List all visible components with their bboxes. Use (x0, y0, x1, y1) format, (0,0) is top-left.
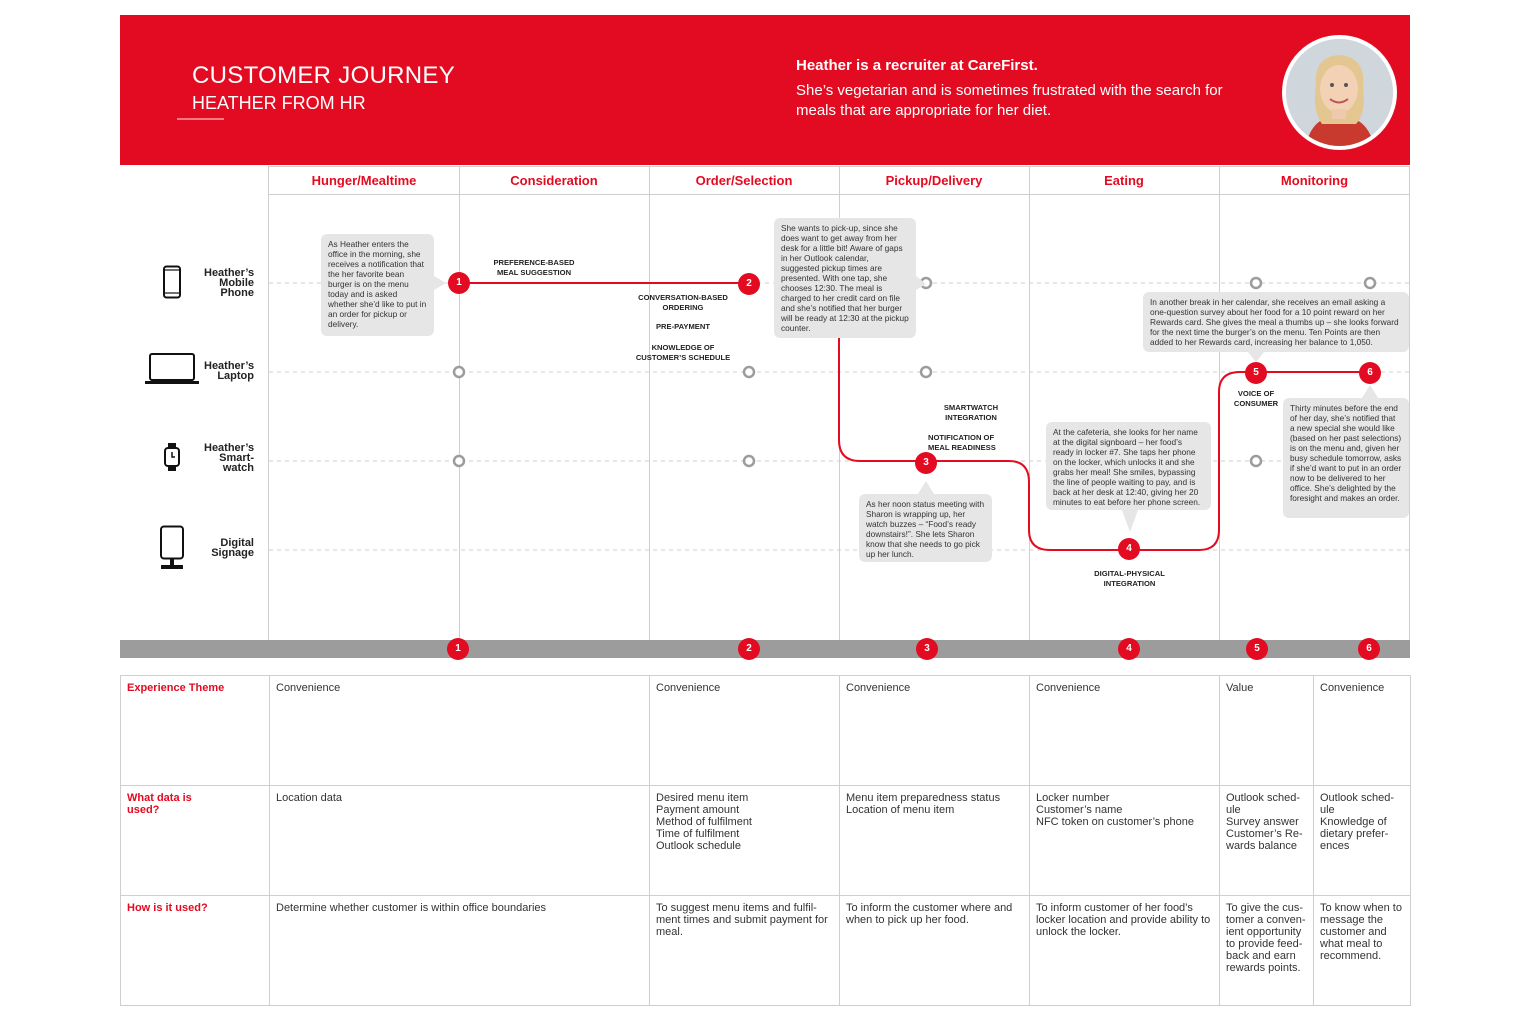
how-cell: To know when to message the customer and… (1313, 895, 1411, 1006)
channel-label-signage: Digital Signage (211, 537, 254, 559)
persona-lead: Heather is a recruiter at CareFirst. (796, 57, 1038, 74)
data-cell: Outlook sched-ule Knowledge of dietary p… (1313, 785, 1411, 896)
how-cell: To inform the customer where and when to… (839, 895, 1030, 1006)
tag-customer-schedule: KNOWLEDGE OF CUSTOMER’S SCHEDULE (635, 343, 731, 362)
theme-cell: Convenience (839, 675, 1030, 786)
stage-pickup-delivery: Pickup/Delivery (885, 173, 983, 188)
data-cell: Menu item preparedness status Location o… (839, 785, 1030, 896)
note-step-5: In another break in her calendar, she re… (1143, 292, 1409, 352)
row-experience-theme: Experience Theme Convenience Convenience… (120, 675, 1411, 786)
journey-path (459, 282, 1370, 551)
theme-cell: Convenience (1029, 675, 1220, 786)
note-step-4: At the cafeteria, she looks for her name… (1046, 422, 1211, 510)
row-header-theme: Experience Theme (120, 675, 270, 786)
journey-step-marker: 3 (915, 452, 937, 474)
row-how-used: How is it used? Determine whether custom… (120, 895, 1411, 1006)
tag-conversation-based: CONVERSATION-BASED ORDERING (638, 293, 728, 312)
channel-label-laptop: Heather’s Laptop (204, 360, 255, 382)
journey-step-marker: 1 (448, 272, 470, 294)
page-subtitle: HEATHER FROM HR (192, 93, 366, 113)
how-cell: Determine whether customer is within off… (269, 895, 650, 1006)
how-cell: To inform customer of her food’s locker … (1029, 895, 1220, 1006)
timeline-band (120, 640, 1410, 658)
theme-cell: Convenience (269, 675, 650, 786)
theme-cell: Value (1219, 675, 1314, 786)
how-cell: To suggest menu items and fulfil-ment ti… (649, 895, 840, 1006)
row-header-how: How is it used? (120, 895, 270, 1006)
theme-cell: Convenience (649, 675, 840, 786)
laptop-icon (145, 353, 199, 384)
persona-avatar (1282, 35, 1397, 150)
journey-step-marker: 6 (1359, 362, 1381, 384)
tag-pre-payment: PRE-PAYMENT (655, 322, 710, 331)
page-title: CUSTOMER JOURNEY (192, 62, 456, 89)
grid-divider (1409, 166, 1410, 640)
timeline-step-marker: 6 (1358, 638, 1380, 660)
digital-signage-icon (160, 525, 184, 569)
mobile-phone-icon (163, 265, 181, 299)
timeline-step-marker: 2 (738, 638, 760, 660)
channel-label-mobile: Heather’s Mobile Phone (204, 267, 255, 299)
persona-description: She’s vegetarian and is sometimes frustr… (796, 82, 1223, 119)
grid-divider (649, 166, 650, 640)
grid-divider (268, 166, 269, 640)
timeline-step-marker: 4 (1118, 638, 1140, 660)
note-step-2: She wants to pick-up, since she does wan… (774, 218, 916, 338)
timeline-step-marker: 3 (916, 638, 938, 660)
data-cell: Locker number Customer’s name NFC token … (1029, 785, 1220, 896)
data-cell: Outlook sched-ule Survey answer Customer… (1219, 785, 1314, 896)
journey-step-marker: 5 (1245, 362, 1267, 384)
note-step-1: As Heather enters the office in the morn… (321, 234, 434, 336)
data-cell: Desired menu item Payment amount Method … (649, 785, 840, 896)
tag-smartwatch-integration: SMARTWATCH INTEGRATION (943, 403, 999, 422)
tag-meal-readiness: NOTIFICATION OF MEAL READINESS (928, 433, 996, 452)
inactive-touchpoints (452, 276, 1377, 468)
note-step-6: Thirty minutes before the end of her day… (1283, 398, 1409, 518)
data-cell: Location data (269, 785, 650, 896)
grid-divider (1029, 166, 1030, 640)
title-underline (177, 118, 224, 120)
stage-order-selection: Order/Selection (695, 173, 793, 188)
smartwatch-icon (164, 443, 180, 471)
how-cell: To give the cus-tomer a conven-ient oppo… (1219, 895, 1314, 1006)
timeline-step-marker: 5 (1246, 638, 1268, 660)
journey-step-marker: 4 (1118, 538, 1140, 560)
timeline-step-marker: 1 (447, 638, 469, 660)
row-data-used: What data is used? Location data Desired… (120, 785, 1411, 896)
tag-preference-based: PREFERENCE-BASED MEAL SUGGESTION (493, 258, 575, 277)
note-step-3: As her noon status meeting with Sharon i… (859, 494, 992, 562)
tag-voice-of-consumer: VOICE OF CONSUMER (1233, 389, 1279, 408)
journey-step-marker: 2 (738, 273, 760, 295)
grid-divider (459, 166, 460, 640)
header-banner: CUSTOMER JOURNEY HEATHER FROM HR Heather… (120, 15, 1410, 165)
channel-label-smartwatch: Heather’s Smart-watch (204, 442, 255, 474)
stage-consideration: Consideration (510, 173, 598, 188)
stage-hunger-mealtime: Hunger/Mealtime (311, 173, 417, 188)
tag-digital-physical: DIGITAL-PHYSICAL INTEGRATION (1094, 569, 1165, 588)
theme-cell: Convenience (1313, 675, 1411, 786)
stage-eating: Eating (1104, 173, 1144, 188)
stage-monitoring: Monitoring (1280, 173, 1349, 188)
experience-data-table: Experience Theme Convenience Convenience… (120, 675, 1411, 1006)
row-header-data: What data is used? (120, 785, 270, 896)
